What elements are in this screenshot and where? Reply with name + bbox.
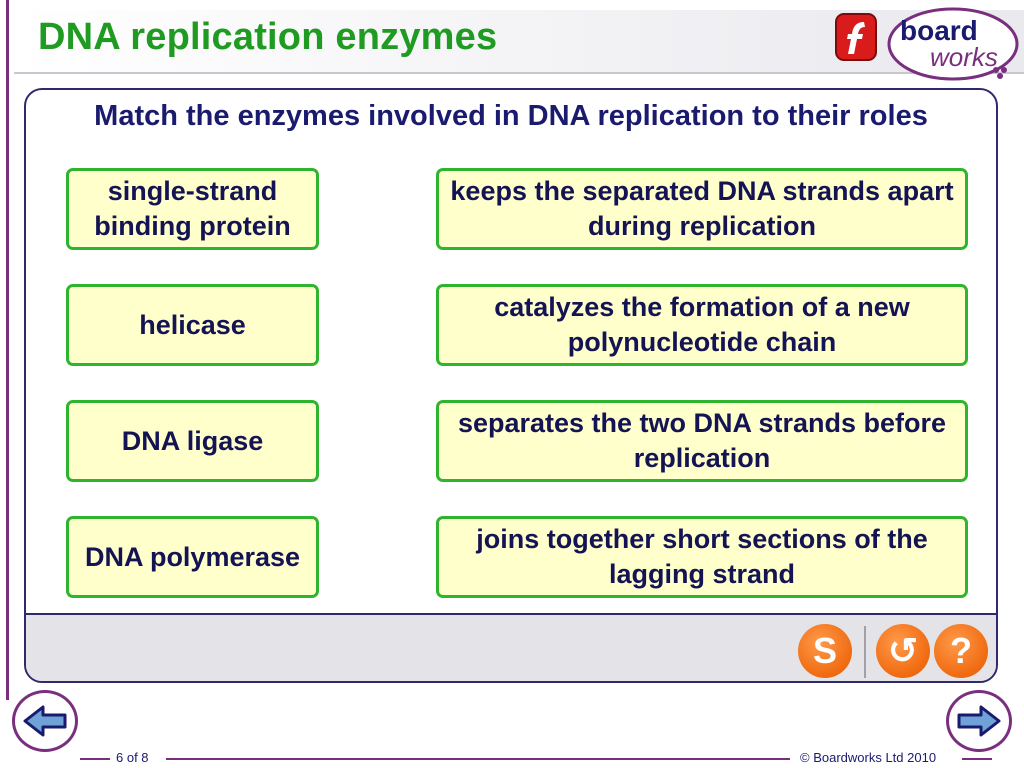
- previous-slide-button[interactable]: [12, 690, 78, 752]
- footer-rule-left: [80, 758, 110, 760]
- role-card-3[interactable]: separates the two DNA strands before rep…: [436, 400, 968, 482]
- term-card-4[interactable]: DNA polymerase: [66, 516, 319, 598]
- solution-button[interactable]: S: [798, 624, 852, 678]
- controls-divider: [864, 626, 866, 678]
- svg-text:works: works: [930, 42, 998, 72]
- role-card-1[interactable]: keeps the separated DNA strands apart du…: [436, 168, 968, 250]
- term-card-2[interactable]: helicase: [66, 284, 319, 366]
- term-card-3[interactable]: DNA ligase: [66, 400, 319, 482]
- boardworks-logo: board works: [887, 7, 1019, 81]
- page-number: 6 of 8: [116, 750, 149, 765]
- svg-text:board: board: [900, 15, 978, 46]
- next-slide-button[interactable]: [946, 690, 1012, 752]
- header-divider: [14, 72, 1024, 74]
- arrow-left-icon: [23, 705, 67, 737]
- help-button[interactable]: ?: [934, 624, 988, 678]
- role-card-4[interactable]: joins together short sections of the lag…: [436, 516, 968, 598]
- page-title: DNA replication enzymes: [38, 16, 498, 58]
- reset-button[interactable]: ↺: [876, 624, 930, 678]
- term-card-1[interactable]: single-strand binding protein: [66, 168, 319, 250]
- instruction-text: Match the enzymes involved in DNA replic…: [94, 100, 928, 132]
- role-card-2[interactable]: catalyzes the formation of a new polynuc…: [436, 284, 968, 366]
- left-border: [6, 0, 9, 700]
- copyright-text: © Boardworks Ltd 2010: [800, 750, 937, 765]
- arrow-right-icon: [957, 705, 1001, 737]
- footer-rule-right: [962, 758, 992, 760]
- footer-rule-middle: [166, 758, 790, 760]
- flash-icon: [835, 13, 877, 61]
- activity-panel: Match the enzymes involved in DNA replic…: [24, 88, 998, 683]
